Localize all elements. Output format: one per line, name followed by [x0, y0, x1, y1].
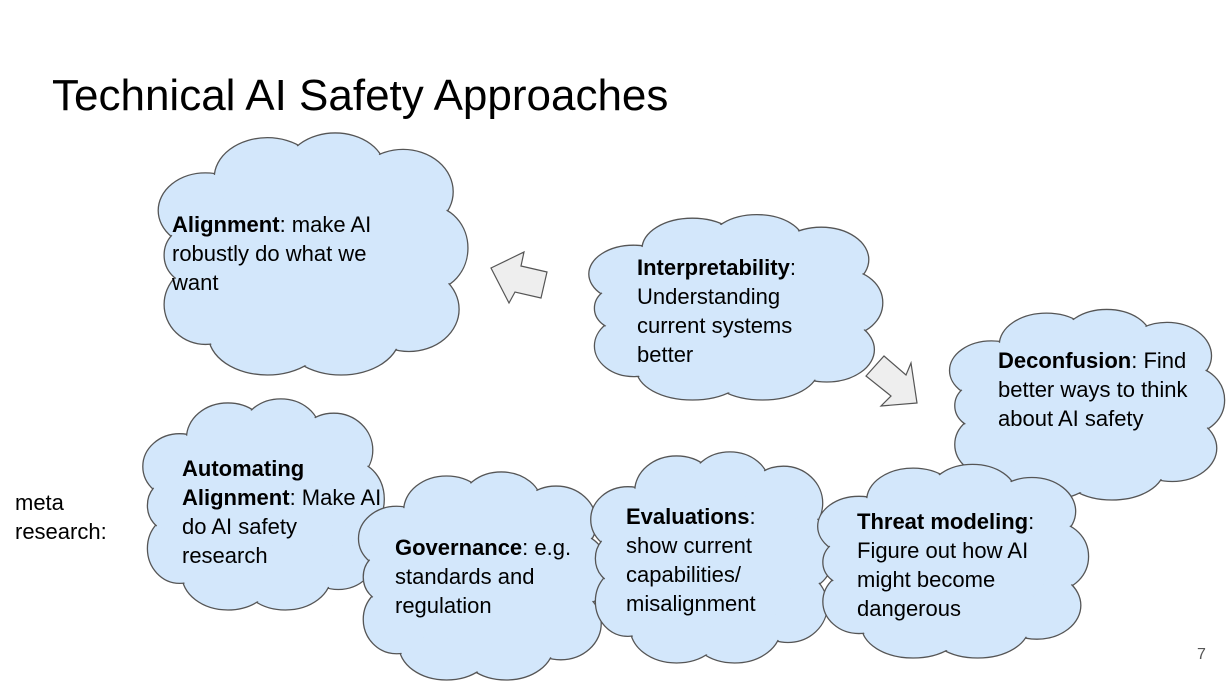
cloud-governance-shape — [357, 471, 610, 681]
governance-description: : e.g. standards and regulation — [395, 535, 572, 618]
arrow-to-alignment — [490, 250, 548, 305]
cloud-alignment-shape — [157, 132, 469, 376]
evaluations-text: Evaluations: show current capabilities/ … — [626, 502, 801, 618]
evaluations-description: : show current capabilities/ misalignmen… — [626, 504, 756, 616]
governance-text: Governance: e.g. standards and regulatio… — [395, 533, 575, 620]
alignment-description: : make AI robustly do what we want — [172, 212, 372, 295]
cloud-interpretability-shape — [588, 213, 884, 401]
alignment-heading: Alignment — [172, 212, 280, 237]
interpretability-heading: Interpretability — [637, 255, 790, 280]
meta-research-label: meta research: — [15, 490, 107, 544]
cloud-evaluations-shape — [590, 451, 835, 664]
alignment-text: Alignment: make AI robustly do what we w… — [172, 210, 412, 297]
interpretability-description: : Understanding current systems better — [637, 255, 796, 367]
interpretability-text: Interpretability: Understanding current … — [637, 253, 837, 369]
threat-description: : Figure out how AI might become dangero… — [857, 509, 1035, 621]
page-number: 7 — [1197, 646, 1206, 663]
arrow-to-deconfusion — [865, 355, 918, 407]
automating-description: : Make AI do AI safety research — [182, 485, 382, 568]
automating-text: Automating Alignment: Make AI do AI safe… — [182, 454, 382, 570]
threat-heading: Threat modeling — [857, 509, 1029, 534]
governance-heading: Governance — [395, 535, 523, 560]
deconfusion-heading: Deconfusion — [998, 348, 1132, 373]
deconfusion-text: Deconfusion: Find better ways to think a… — [998, 346, 1203, 433]
cloud-deconfusion-shape — [948, 308, 1226, 501]
cloud-automating-shape — [142, 398, 385, 611]
automating-heading: Automating Alignment — [182, 456, 305, 510]
deconfusion-description: : Find better ways to think about AI saf… — [998, 348, 1188, 431]
threat-text: Threat modeling: Figure out how AI might… — [857, 507, 1062, 623]
page-title: Technical AI Safety Approaches — [52, 71, 669, 120]
cloud-threat-shape — [817, 463, 1090, 659]
evaluations-heading: Evaluations — [626, 504, 750, 529]
